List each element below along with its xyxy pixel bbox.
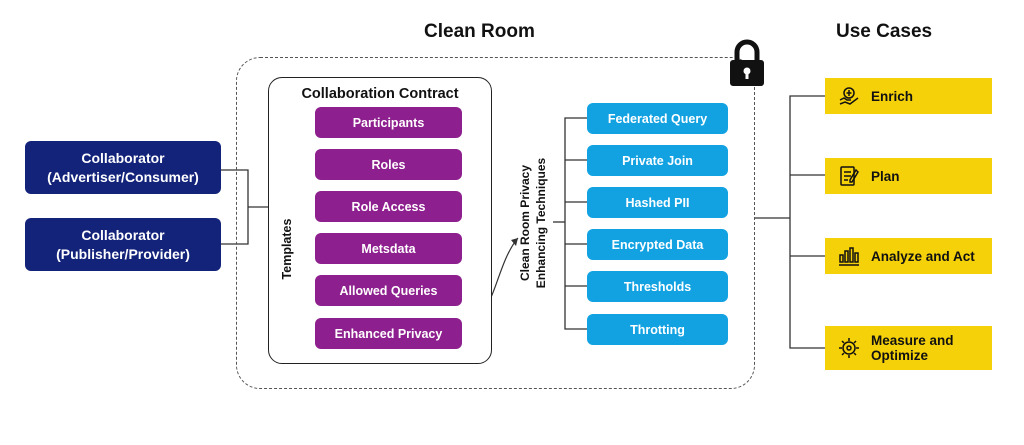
template-role-access: Role Access [315, 191, 462, 222]
use-case-enrich: Enrich [825, 78, 992, 114]
participants-box: Participants [315, 107, 462, 138]
technique-private-join: Private Join [587, 145, 728, 176]
collaborator-role: (Advertiser/Consumer) [47, 168, 199, 185]
technique-throttling: Throtting [587, 314, 728, 345]
use-case-plan: Plan [825, 158, 992, 194]
technique-thresholds: Thresholds [587, 271, 728, 302]
clean-room-heading: Clean Room [424, 21, 535, 42]
use-case-measure: Measure and Optimize [825, 326, 992, 370]
use-case-label: Plan [871, 168, 900, 184]
collaborator-role: (Publisher/Provider) [56, 245, 190, 262]
collaborator-advertiser-box: Collaborator (Advertiser/Consumer) [25, 141, 221, 194]
collaborator-title: Collaborator [81, 149, 165, 166]
technique-federated-query: Federated Query [587, 103, 728, 134]
collaborator-title: Collaborator [81, 226, 165, 243]
template-allowed-queries: Allowed Queries [315, 275, 462, 306]
techniques-label-line1: Clean Room Privacy [518, 164, 532, 282]
clean-room-boundary [236, 57, 755, 389]
templates-label: Templates [280, 218, 294, 280]
use-case-label: Measure and Optimize [871, 333, 954, 363]
technique-encrypted-data: Encrypted Data [587, 229, 728, 260]
template-roles: Roles [315, 149, 462, 180]
measure-icon [839, 338, 859, 358]
collaboration-contract-title: Collaboration Contract [301, 86, 459, 102]
collaborator-publisher-box: Collaborator (Publisher/Provider) [25, 218, 221, 271]
template-enhanced-privacy: Enhanced Privacy [315, 318, 462, 349]
use-case-analyze: Analyze and Act [825, 238, 992, 274]
techniques-label-line2: Enhancing Techniques [534, 157, 548, 289]
use-cases-heading: Use Cases [836, 21, 933, 42]
plan-icon [840, 166, 859, 186]
techniques-label: Clean Room Privacy Enhancing Techniques [517, 148, 549, 298]
use-case-label: Enrich [871, 88, 914, 104]
enrich-icon [839, 87, 859, 105]
use-case-label: Analyze and Act [871, 248, 975, 264]
technique-hashed-pii: Hashed PII [587, 187, 728, 218]
template-metadata: Metsdata [315, 233, 462, 264]
analyze-icon [839, 247, 859, 266]
lock-icon [730, 39, 764, 86]
